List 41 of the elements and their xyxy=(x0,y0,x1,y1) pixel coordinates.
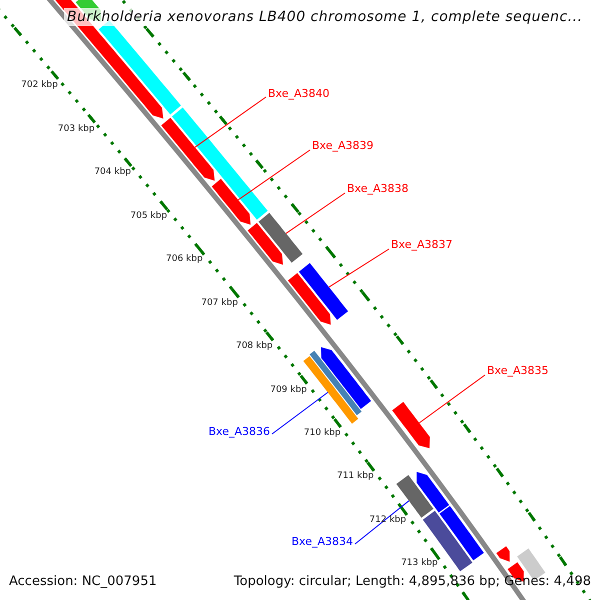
gene-bar xyxy=(416,472,450,513)
gene-label: Bxe_A3838 xyxy=(347,183,409,194)
gene-bar xyxy=(321,347,372,409)
scale-label: 709 kbp xyxy=(270,386,307,395)
gene-bar xyxy=(440,506,484,560)
gene-bar xyxy=(422,510,472,572)
gene-label: Bxe_A3837 xyxy=(391,239,453,250)
gene-bar xyxy=(172,108,268,220)
gene-label: Bxe_A3836 xyxy=(208,426,270,437)
leader-line xyxy=(272,392,328,434)
scale-label: 708 kbp xyxy=(236,342,273,352)
gene-bar xyxy=(310,350,362,416)
gene-bar xyxy=(298,263,348,320)
scale-label: 702 kbp xyxy=(21,81,58,90)
gene-bar xyxy=(248,222,283,265)
leader-line xyxy=(286,192,346,234)
leader-line xyxy=(418,374,486,424)
gene-bar xyxy=(258,212,303,263)
gene-bar xyxy=(288,273,331,325)
accession-text: Accession: NC_007951 xyxy=(9,575,157,588)
gene-label: Bxe_A3839 xyxy=(312,140,374,151)
scale-label: 707 kbp xyxy=(201,298,238,308)
scale-label: 706 kbp xyxy=(166,255,203,264)
scale-label: 703 kbp xyxy=(58,124,95,134)
leader-line xyxy=(238,150,310,200)
gene-bar xyxy=(392,402,430,448)
scale-label: 710 kbp xyxy=(304,429,341,438)
scale-label: 713 kbp xyxy=(401,559,438,568)
scale-label: 712 kbp xyxy=(369,516,406,525)
leader-line xyxy=(328,248,390,288)
gene-label: Bxe_A3834 xyxy=(291,536,353,547)
gene-bar xyxy=(212,178,251,225)
leader-line xyxy=(194,96,266,148)
scale-label: 704 kbp xyxy=(94,168,132,178)
gene-bar xyxy=(496,546,510,562)
genome-info-text: Topology: circular; Length: 4,895,836 bp; Genes: 4,498 xyxy=(234,575,591,588)
gene-label: Bxe_A3840 xyxy=(268,88,330,99)
scale-label: 711 kbp xyxy=(336,472,374,482)
leader-line xyxy=(354,500,410,544)
gene-bar xyxy=(161,118,215,181)
gene-label: Bxe_A3835 xyxy=(487,365,549,376)
